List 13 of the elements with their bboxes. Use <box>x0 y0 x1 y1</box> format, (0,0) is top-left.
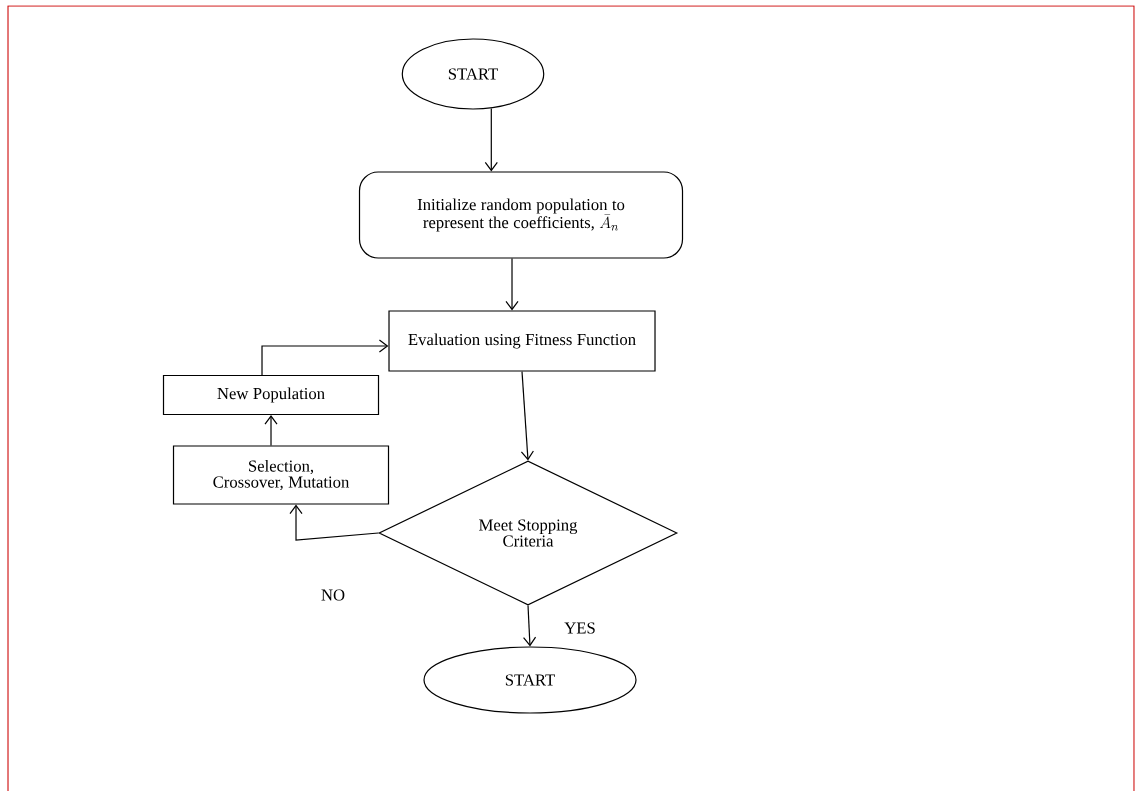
arrow <box>261 339 389 376</box>
process-box: New Population <box>162 374 380 416</box>
arrow <box>289 504 379 541</box>
arrow <box>484 107 498 172</box>
arrow <box>264 415 278 446</box>
arrow <box>505 258 519 311</box>
edge-label: YES <box>562 621 598 635</box>
edge-label: NO <box>319 588 347 602</box>
arrow <box>523 605 537 647</box>
process-box: Initialize random population to represent the coefficients, $\bar{A}_n$ <box>358 171 684 259</box>
process-box: Selection, Crossover, Mutation <box>172 445 390 505</box>
arrow <box>520 371 534 461</box>
process-box: Evaluation using Fitness Function <box>388 310 656 372</box>
